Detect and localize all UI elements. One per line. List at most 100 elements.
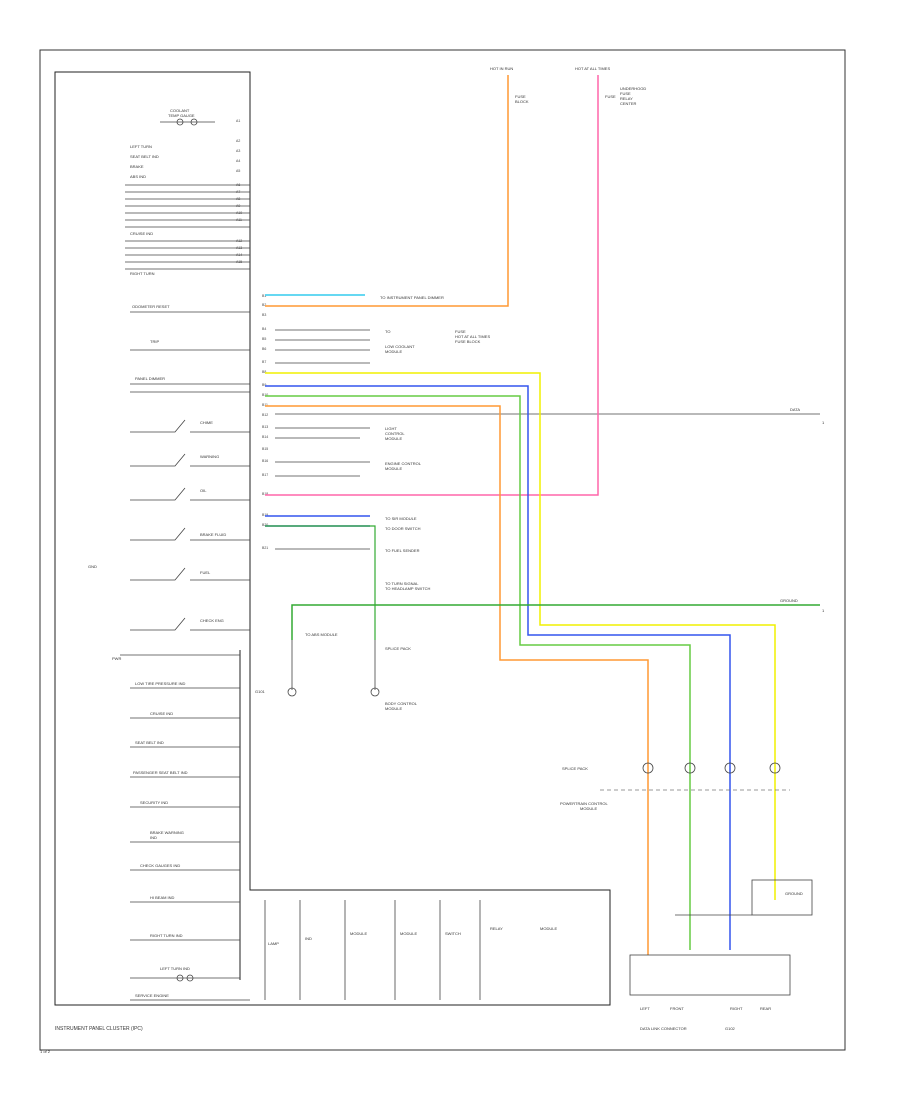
svg-text:MODULE: MODULE <box>385 349 402 354</box>
svg-text:MODULE: MODULE <box>385 436 402 441</box>
fuse-right-desc2: UNDERHOOD <box>620 86 646 91</box>
svg-text:IND: IND <box>150 835 157 840</box>
svg-text:FUSE: FUSE <box>455 329 466 334</box>
svg-text:B4: B4 <box>262 327 266 331</box>
fuse-left-desc2: BLOCK <box>515 99 529 104</box>
svg-text:A3: A3 <box>236 149 240 153</box>
svg-text:CRUISE IND: CRUISE IND <box>130 231 153 236</box>
svg-text:B1: B1 <box>262 294 266 298</box>
svg-text:MODULE: MODULE <box>580 806 597 811</box>
green-wire-label: GROUND <box>780 598 798 603</box>
svg-text:A14: A14 <box>236 253 242 257</box>
svg-text:B12: B12 <box>262 413 268 417</box>
fuse-left-desc: FUSE <box>515 94 526 99</box>
svg-text:A7: A7 <box>236 190 240 194</box>
svg-text:PWR: PWR <box>112 656 121 661</box>
svg-text:CHECK GAUGES IND: CHECK GAUGES IND <box>140 863 180 868</box>
fuse-right-desc: FUSE <box>605 94 616 99</box>
green-wire-short <box>265 525 376 640</box>
svg-text:A13: A13 <box>236 246 242 250</box>
svg-text:LIGHT: LIGHT <box>385 426 397 431</box>
svg-text:SEAT BELT IND: SEAT BELT IND <box>130 154 159 159</box>
svg-text:A12: A12 <box>236 239 242 243</box>
svg-text:A8: A8 <box>236 197 240 201</box>
svg-text:SPLICE PACK: SPLICE PACK <box>562 766 588 771</box>
svg-text:A15: A15 <box>236 260 242 264</box>
svg-text:TRIP: TRIP <box>150 339 159 344</box>
svg-text:MODULE: MODULE <box>385 466 402 471</box>
svg-text:OIL: OIL <box>200 488 207 493</box>
svg-text:B11: B11 <box>262 403 268 407</box>
svg-text:B3: B3 <box>262 313 266 317</box>
svg-text:BRAKE WARNING: BRAKE WARNING <box>150 830 184 835</box>
data-line-ref: 1 <box>822 420 825 425</box>
connector-pins: B1 B2 B3 B4 B5 B6 B7 B8 B9 B10 B11 B12 B… <box>262 294 268 550</box>
svg-text:GND: GND <box>88 564 97 569</box>
svg-text:LOW TIRE PRESSURE IND: LOW TIRE PRESSURE IND <box>135 681 185 686</box>
svg-text:A6: A6 <box>236 183 240 187</box>
svg-text:PANEL DIMMER: PANEL DIMMER <box>135 376 165 381</box>
svg-text:B17: B17 <box>262 473 268 477</box>
gauge-block: COOLANT TEMP GAUGE <box>160 108 215 126</box>
svg-text:RIGHT TURN IND: RIGHT TURN IND <box>150 933 183 938</box>
right-connectors: SPLICE PACK POWERTRAIN CONTROL MODULE <box>560 762 790 811</box>
svg-text:TEMP GAUGE: TEMP GAUGE <box>168 113 195 118</box>
svg-text:A1: A1 <box>236 119 240 123</box>
svg-text:A9: A9 <box>236 204 240 208</box>
svg-text:CONTROL: CONTROL <box>385 431 405 436</box>
green-wire-desc2: TO HEADLAMP SWITCH <box>385 586 431 591</box>
fuse-right-desc3: FUSE <box>620 91 631 96</box>
svg-text:MODULE: MODULE <box>400 931 417 936</box>
svg-text:B9: B9 <box>262 383 266 387</box>
svg-text:COOLANT: COOLANT <box>170 108 190 113</box>
svg-text:SWITCH: SWITCH <box>445 931 461 936</box>
svg-text:B8: B8 <box>262 370 266 374</box>
svg-text:WARNING: WARNING <box>200 454 219 459</box>
svg-text:IND: IND <box>305 936 312 941</box>
svg-text:BRAKE: BRAKE <box>130 164 144 169</box>
fuse-right-label: HOT AT ALL TIMES <box>575 66 610 71</box>
svg-text:BODY CONTROL: BODY CONTROL <box>385 701 418 706</box>
fuse-left-label: HOT IN RUN <box>490 66 513 71</box>
green-wire-ref: 1 <box>822 608 825 613</box>
svg-text:BRAKE FLUID: BRAKE FLUID <box>200 532 226 537</box>
svg-text:FUEL: FUEL <box>200 570 211 575</box>
data-line-label: DATA <box>790 407 800 412</box>
svg-text:B18: B18 <box>262 492 268 496</box>
svg-text:A10: A10 <box>236 211 242 215</box>
svg-text:LEFT TURN IND: LEFT TURN IND <box>160 966 190 971</box>
service-engine-label: SERVICE ENGINE <box>135 993 169 998</box>
svg-text:RELAY: RELAY <box>490 926 503 931</box>
svg-text:MODULE: MODULE <box>385 706 402 711</box>
cluster-pin-column: A1 A2 A3 A4 A5 A6 A7 A8 A9 A10 A11 A12 A… <box>236 119 242 264</box>
svg-text:A5: A5 <box>236 169 240 173</box>
svg-text:B20: B20 <box>262 523 268 527</box>
svg-text:SPLICE PACK: SPLICE PACK <box>385 646 411 651</box>
svg-text:GROUND: GROUND <box>785 891 803 896</box>
cyan-wire-label: TO INSTRUMENT PANEL DIMMER <box>380 295 444 300</box>
svg-text:B14: B14 <box>262 435 268 439</box>
svg-text:B10: B10 <box>262 393 268 397</box>
svg-text:SEAT BELT IND: SEAT BELT IND <box>135 740 164 745</box>
cluster-outline <box>54 71 611 1006</box>
bottom-modules: LAMP IND MODULE MODULE SWITCH RELAY MODU… <box>264 900 557 1000</box>
svg-text:LAMP: LAMP <box>268 941 279 946</box>
cluster-input-labels: LEFT TURN SEAT BELT IND BRAKE ABS IND CR… <box>130 144 159 276</box>
indicator-ladder: PWR LOW TIRE PRESSURE IND CRUISE IND SEA… <box>112 650 241 982</box>
svg-text:A11: A11 <box>236 218 242 222</box>
pink-wire <box>265 75 599 496</box>
yellow-wire <box>265 372 776 900</box>
svg-text:REAR: REAR <box>760 1006 771 1011</box>
svg-text:B6: B6 <box>262 347 266 351</box>
svg-text:POWERTRAIN CONTROL: POWERTRAIN CONTROL <box>560 801 608 806</box>
green-wire-desc: TO TURN SIGNAL <box>385 581 419 586</box>
svg-text:HI BEAM IND: HI BEAM IND <box>150 895 175 900</box>
svg-text:TO DOOR SWITCH: TO DOOR SWITCH <box>385 526 421 531</box>
svg-text:MODULE: MODULE <box>350 931 367 936</box>
cluster-input-lines <box>125 184 250 270</box>
svg-text:ABS IND: ABS IND <box>130 174 146 179</box>
svg-text:TO FUEL SENDER: TO FUEL SENDER <box>385 548 420 553</box>
svg-text:G101: G101 <box>255 689 266 694</box>
